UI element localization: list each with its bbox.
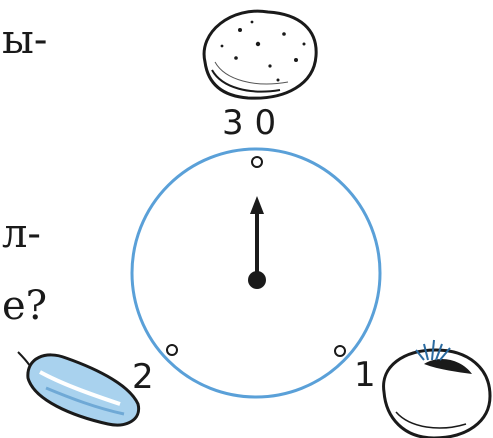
dial-marker-left: [167, 345, 177, 355]
cucumber-picture: [18, 352, 139, 425]
tomato-picture: [384, 340, 490, 438]
potato-picture: [204, 11, 316, 98]
dial-marker-right: [335, 346, 345, 356]
dial-marker-top: [252, 157, 262, 167]
dial-pointer: [248, 196, 266, 289]
